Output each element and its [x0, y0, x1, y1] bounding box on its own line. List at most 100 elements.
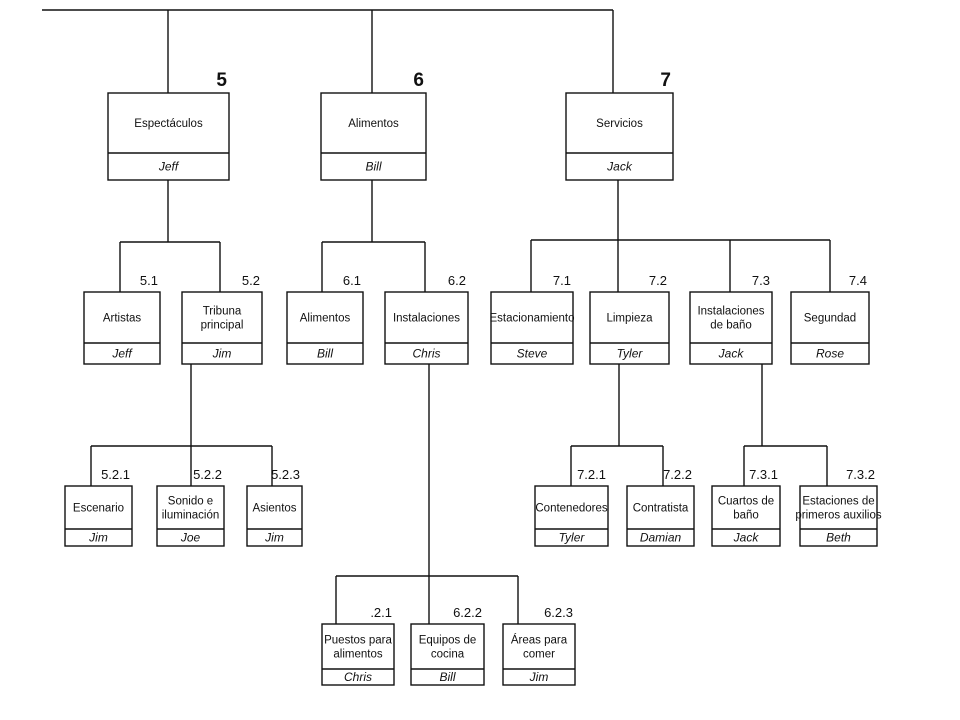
- wbs-node-owner: Bill: [317, 347, 333, 361]
- wbs-node-number: 7.1: [553, 273, 571, 288]
- wbs-node-title: baño: [733, 510, 759, 522]
- wbs-node-box: [534, 485, 609, 547]
- wbs-node-title: Sonido e: [168, 496, 213, 508]
- connector-lines: [42, 9, 831, 624]
- wbs-node-owner: Beth: [826, 531, 851, 545]
- wbs-node-number: .2.1: [370, 605, 392, 620]
- wbs-node-title: Escenario: [73, 503, 124, 515]
- wbs-node-title: cocina: [431, 649, 465, 661]
- wbs-node-number: 7.2.2: [663, 467, 692, 482]
- wbs-node-title: Alimentos: [300, 313, 351, 325]
- wbs-node-owner: Damian: [640, 531, 682, 545]
- wbs-node-title: Asientos: [252, 503, 296, 515]
- wbs-node-number: 5.2.2: [193, 467, 222, 482]
- wbs-node-title: Espectáculos: [134, 118, 203, 130]
- wbs-node-number: 7.2: [649, 273, 667, 288]
- wbs-node-owner: Chris: [344, 670, 372, 684]
- wbs-node-box: [799, 485, 878, 547]
- wbs-node-owner: Joe: [180, 531, 201, 545]
- wbs-node-title: de baño: [710, 320, 752, 332]
- wbs-node-title: Instalaciones: [697, 306, 764, 318]
- wbs-node-owner: Chris: [412, 347, 440, 361]
- wbs-node-box: [490, 291, 574, 365]
- wbs-node-owner: Rose: [816, 347, 844, 361]
- wbs-node-owner: Tyler: [617, 347, 644, 361]
- wbs-node-title: Segundad: [804, 313, 856, 325]
- wbs-node-box: [83, 291, 161, 365]
- wbs-node-title: Artistas: [103, 313, 142, 325]
- wbs-node-box: [156, 485, 225, 547]
- wbs-node-title: Cuartos de: [718, 496, 774, 508]
- wbs-node-owner: Jim: [529, 670, 549, 684]
- wbs-node-box: [107, 92, 230, 181]
- wbs-node-title: comer: [523, 649, 555, 661]
- wbs-node-number: 7: [660, 70, 671, 91]
- wbs-node-box: [565, 92, 674, 181]
- wbs-node-box: [589, 291, 670, 365]
- wbs-node-number: 5.1: [140, 273, 158, 288]
- wbs-node-box: [711, 485, 781, 547]
- wbs-node-number: 6.1: [343, 273, 361, 288]
- wbs-node-owner: Jeff: [158, 160, 180, 174]
- wbs-node-owner: Jeff: [111, 347, 133, 361]
- wbs-node-title: Estacionamiento: [489, 313, 574, 325]
- wbs-node-box: [384, 291, 469, 365]
- wbs-node-title: principal: [201, 320, 244, 332]
- wbs-node-box: [320, 92, 427, 181]
- wbs-node-title: Puestos para: [324, 635, 392, 647]
- wbs-node-title: iluminación: [162, 510, 220, 522]
- wbs-node-title: Equipos de: [419, 635, 477, 647]
- wbs-node-number: 6.2: [448, 273, 466, 288]
- wbs-node-number: 7.3.1: [749, 467, 778, 482]
- wbs-node-title: Áreas para: [511, 634, 568, 647]
- wbs-node-number: 7.4: [849, 273, 867, 288]
- wbs-node-number: 5.2: [242, 273, 260, 288]
- wbs-node-title: Limpieza: [606, 313, 653, 325]
- wbs-node-owner: Bill: [439, 670, 455, 684]
- wbs-node-owner: Jack: [733, 531, 760, 545]
- wbs-node-title: primeros auxilios: [795, 510, 882, 522]
- wbs-node-box: [246, 485, 303, 547]
- wbs-node-number: 5: [216, 70, 227, 91]
- wbs-node-box: [502, 623, 576, 686]
- wbs-node-owner: Jack: [606, 160, 633, 174]
- wbs-node-owner: Bill: [365, 160, 381, 174]
- wbs-node-title: Instalaciones: [393, 313, 460, 325]
- wbs-node-number: 5.2.1: [101, 467, 130, 482]
- wbs-node-box: [64, 485, 133, 547]
- wbs-node-owner: Jim: [88, 531, 108, 545]
- wbs-node-owner: Tyler: [559, 531, 586, 545]
- wbs-node-box: [286, 291, 364, 365]
- wbs-node-box: [410, 623, 485, 686]
- wbs-node-box: [321, 623, 395, 686]
- wbs-node-number: 5.2.3: [271, 467, 300, 482]
- wbs-node-owner: Jim: [264, 531, 284, 545]
- wbs-node-title: Contenedores: [535, 503, 607, 515]
- wbs-node-box: [689, 291, 773, 365]
- wbs-node-number: 6.2.2: [453, 605, 482, 620]
- wbs-node-box: [790, 291, 870, 365]
- wbs-node-title: alimentos: [333, 649, 382, 661]
- wbs-node-title: Estaciones de: [802, 496, 874, 508]
- wbs-node-owner: Jack: [718, 347, 745, 361]
